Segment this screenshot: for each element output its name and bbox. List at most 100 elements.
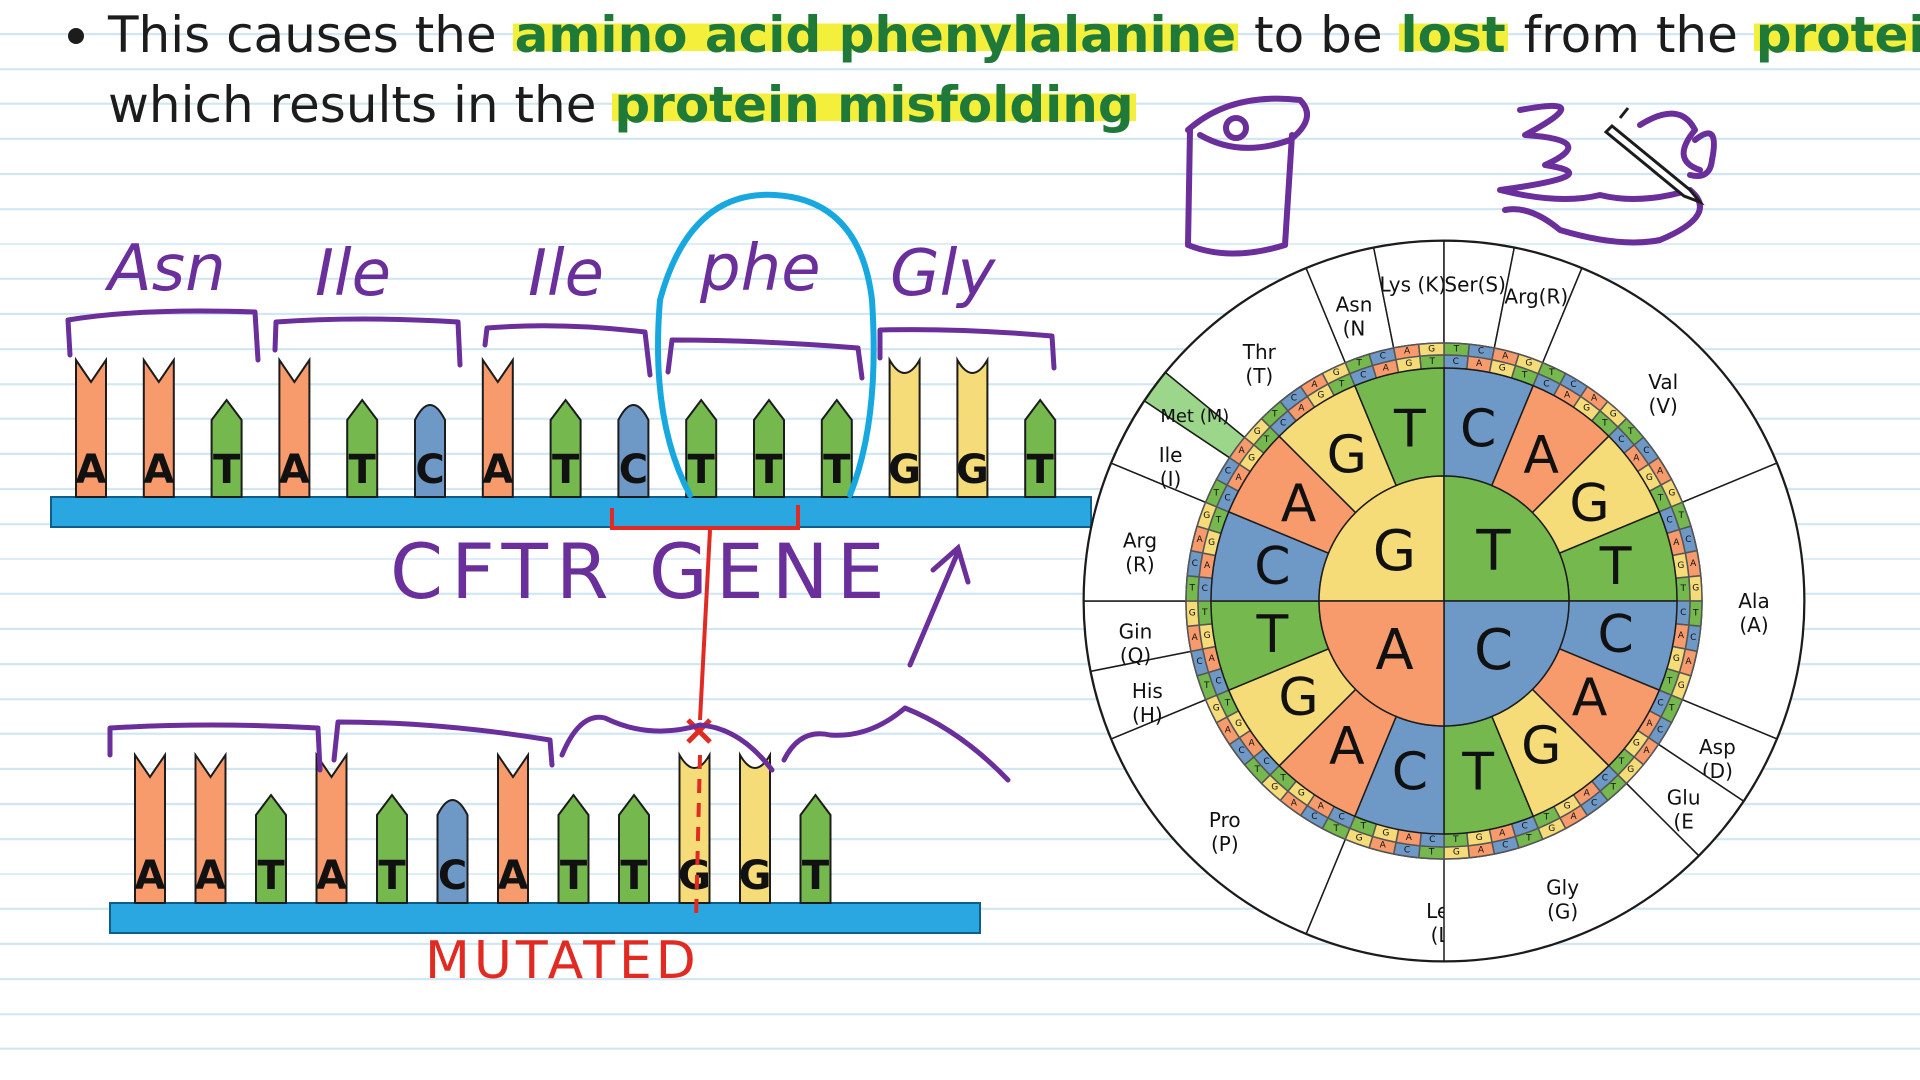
codon-label-ile-2: Ile xyxy=(528,237,604,311)
wheel-ring2-letter-54: G xyxy=(1248,453,1255,463)
normal-base-C-5 xyxy=(414,404,446,498)
normal-base-G-12 xyxy=(888,356,921,498)
normal-backbone xyxy=(50,496,1092,528)
wheel-ring3-letter-19: G xyxy=(1678,681,1685,691)
wheel-inner-letter-0: G xyxy=(1373,519,1416,584)
wheel-ring3-letter-59: G xyxy=(1333,368,1340,378)
amino-name-22: Asp xyxy=(1699,735,1736,759)
normal-base-T-9 xyxy=(685,398,718,498)
wheel-ring3-letter-34: A xyxy=(1380,840,1387,850)
wheel-ring3-letter-55: G xyxy=(1254,427,1261,437)
wheel-middle-letter-6: G xyxy=(1521,717,1561,777)
wheel-ring2-letter-40: C xyxy=(1263,757,1269,767)
normal-base-T-7 xyxy=(549,398,582,498)
mutated-base-letter-9: G xyxy=(678,853,711,899)
mutated-bracket-1 xyxy=(107,722,323,773)
wheel-ring3-letter-24: T xyxy=(1609,783,1616,793)
wheel-ring2-letter-41: A xyxy=(1249,739,1256,749)
amino-name-12: Arg xyxy=(1123,529,1157,553)
text-plain: This causes the xyxy=(108,6,513,64)
mutated-base-letter-3: A xyxy=(316,853,347,899)
wheel-ring3-letter-63: G xyxy=(1428,344,1435,354)
gene-highlight-bracket xyxy=(610,505,800,530)
mutated-base-A-3 xyxy=(315,751,348,904)
wheel-ring3-letter-51: G xyxy=(1203,511,1210,521)
wheel-ring2-letter-22: G xyxy=(1633,739,1640,749)
wheel-middle-letter-4: C xyxy=(1597,605,1633,665)
amino-name-19: Arg(R) xyxy=(1504,285,1568,309)
wheel-ring3-letter-47: G xyxy=(1189,608,1196,618)
codon-bracket-2 xyxy=(272,316,463,368)
wheel-ring2-letter-16: C xyxy=(1680,608,1686,618)
wheel-middle-letter-12: C xyxy=(1254,537,1290,597)
wheel-ring3-letter-53: C xyxy=(1225,466,1231,476)
wheel-middle-letter-9: A xyxy=(1329,717,1365,777)
normal-base-letter-10: T xyxy=(755,447,783,493)
wheel-ring3-letter-35: G xyxy=(1356,833,1363,843)
wheel-ring2-letter-43: T xyxy=(1224,698,1231,708)
wheel-ring3-letter-54: A xyxy=(1239,446,1246,456)
wheel-ring2-letter-62: G xyxy=(1405,359,1412,369)
wheel-ring2-letter-48: C xyxy=(1202,584,1208,594)
bullet-line-2: which results in the protein misfolding xyxy=(60,70,1880,140)
codon-bracket-3 xyxy=(482,323,653,378)
normal-base-letter-0: A xyxy=(76,447,107,493)
mutated-bracket-3 xyxy=(559,714,775,773)
wheel-ring2-letter-60: C xyxy=(1360,371,1366,381)
wheel-ring2-letter-7: T xyxy=(1601,419,1608,429)
text-highlight-misfolding: protein misfolding xyxy=(612,76,1136,134)
wheel-ring2-letter-56: C xyxy=(1280,419,1286,429)
amino-abbr-9: (P) xyxy=(1211,832,1239,856)
wheel-ring2-letter-5: A xyxy=(1564,391,1571,401)
amino-name-9: Pro xyxy=(1209,808,1241,832)
wheel-ring3-letter-5: C xyxy=(1570,380,1576,390)
normal-base-T-14 xyxy=(1024,398,1057,498)
wheel-middle-letter-10: G xyxy=(1278,668,1318,728)
wheel-ring3-letter-43: G xyxy=(1213,704,1220,714)
wheel-ring3-letter-0: T xyxy=(1453,344,1460,354)
amino-name-11: Gin xyxy=(1119,619,1153,643)
mutated-base-A-0 xyxy=(134,751,166,904)
amino-name-16: Asn xyxy=(1336,292,1373,316)
wheel-ring2-letter-31: T xyxy=(1452,835,1459,845)
amino-name-met: Met (M) xyxy=(1160,406,1229,427)
protein-cylinder-doodle xyxy=(1185,95,1311,257)
normal-base-letter-5: C xyxy=(415,447,444,493)
wheel-ring2-letter-10: G xyxy=(1646,473,1653,483)
wheel-ring2-letter-18: G xyxy=(1673,654,1680,664)
wheel-ring3-letter-3: G xyxy=(1525,359,1532,369)
wheel-ring2-letter-20: C xyxy=(1657,698,1663,708)
wheel-ring2-letter-14: G xyxy=(1677,561,1684,571)
amino-abbr-20: (V) xyxy=(1649,394,1678,418)
wheel-ring2-letter-1: A xyxy=(1476,359,1483,369)
mutated-base-letter-1: A xyxy=(195,853,226,899)
amino-abbr-12: (R) xyxy=(1125,553,1155,577)
mutated-base-G-9 xyxy=(678,751,711,904)
codon-label-phe: phe xyxy=(699,232,821,306)
mutated-base-T-11 xyxy=(799,793,832,904)
amino-abbr-15: (T) xyxy=(1245,364,1273,388)
text-plain: from the xyxy=(1507,6,1754,64)
amino-name-23: Glu xyxy=(1667,786,1701,810)
amino-name-21: Ala xyxy=(1738,589,1770,613)
deletion-connector-line xyxy=(698,529,712,721)
normal-base-T-2 xyxy=(210,398,243,498)
wheel-ring2-letter-23: T xyxy=(1618,757,1625,767)
mutated-base-T-2 xyxy=(255,793,287,904)
wheel-ring3-letter-4: T xyxy=(1548,368,1555,378)
wheel-ring3-letter-26: A xyxy=(1570,812,1577,822)
normal-base-A-3 xyxy=(278,356,311,498)
wheel-ring3-letter-58: A xyxy=(1311,380,1318,390)
wheel-ring3-letter-11: G xyxy=(1668,488,1675,498)
misfolded-protein-doodle xyxy=(1497,102,1717,246)
wheel-ring3-letter-56: T xyxy=(1271,409,1278,419)
wheel-ring2-letter-58: G xyxy=(1317,391,1324,401)
wheel-ring2-letter-9: A xyxy=(1633,453,1640,463)
normal-base-A-1 xyxy=(142,356,175,498)
wheel-middle-letter-2: G xyxy=(1569,474,1609,534)
wheel-ring2-letter-30: G xyxy=(1476,833,1483,843)
wheel-ring3-letter-8: T xyxy=(1627,427,1634,437)
mutated-base-letter-4: T xyxy=(378,853,406,899)
mutated-base-letter-7: T xyxy=(560,853,588,899)
